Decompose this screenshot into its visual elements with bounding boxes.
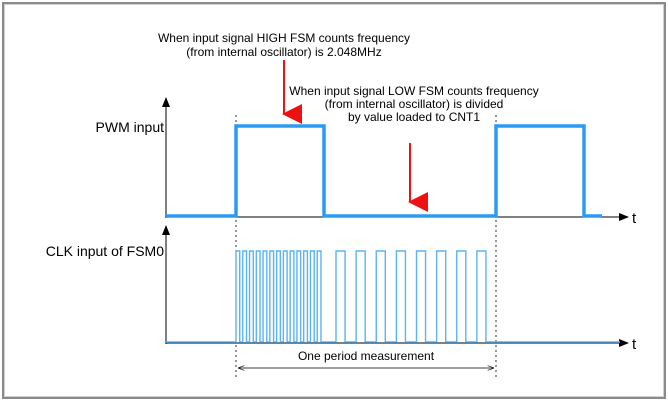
- pwm-waveform: [166, 124, 602, 218]
- measurement-label: One period measurement: [298, 349, 435, 363]
- high-annotation-line1: When input signal HIGH FSM counts freque…: [158, 31, 410, 45]
- low-annotation-line2: (from internal oscillator) is divided: [325, 97, 504, 111]
- high-annotation-line2: (from internal oscillator) is 2.048MHz: [186, 45, 381, 59]
- clk-time-label: t: [632, 336, 637, 353]
- pwm-time-label: t: [632, 210, 637, 227]
- clk-pulse-train: [166, 250, 620, 343]
- clk-waveform: [166, 250, 620, 343]
- pwm-input-label: PWM input: [96, 119, 165, 135]
- clk-input-label: CLK input of FSM0: [46, 243, 164, 259]
- low-annotation-line3: by value loaded to CNT1: [348, 110, 480, 124]
- low-annotation-line1: When input signal LOW FSM counts frequen…: [289, 84, 538, 98]
